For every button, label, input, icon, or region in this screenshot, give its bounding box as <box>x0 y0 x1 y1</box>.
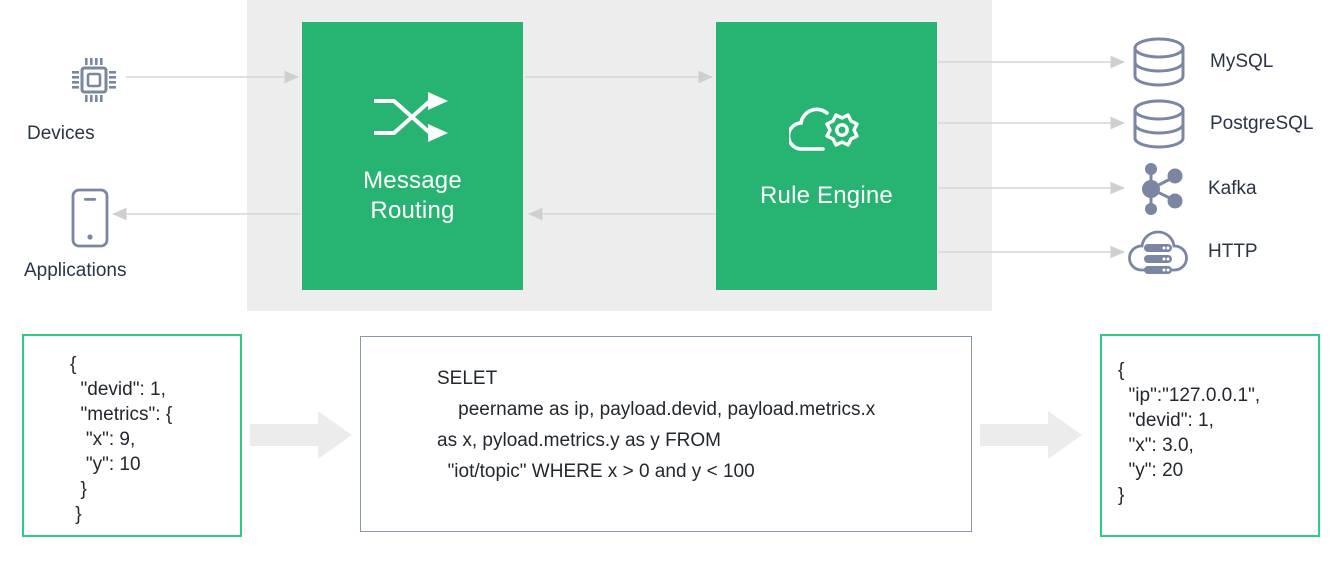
arrow-sql-to-output-json <box>980 411 1082 459</box>
cloud-server-icon <box>1128 226 1188 278</box>
input-json-box[interactable]: { "devid": 1, "metrics": { "x": 9, "y": … <box>22 334 242 537</box>
sink-mysql-label: MySQL <box>1210 51 1274 72</box>
chip-icon <box>58 45 130 115</box>
arrow-input-json-to-sql <box>250 411 352 459</box>
process-message-routing-label: Message Routing <box>363 166 462 226</box>
sink-kafka[interactable]: Kafka <box>1132 162 1257 216</box>
output-json-text: { "ip":"127.0.0.1", "devid": 1, "x": 3.0… <box>1118 360 1261 506</box>
process-rule-engine-label: Rule Engine <box>760 182 893 209</box>
sink-mysql[interactable]: MySQL <box>1130 36 1273 88</box>
process-message-routing[interactable]: Message Routing <box>302 22 523 290</box>
source-applications: Applications <box>24 182 212 282</box>
database-icon <box>1130 98 1188 150</box>
node-graph-icon <box>1132 162 1186 216</box>
sink-http[interactable]: HTTP <box>1128 226 1258 278</box>
source-devices: Devices <box>27 45 192 145</box>
process-label-line2: Routing <box>370 197 455 224</box>
output-json-box[interactable]: { "ip":"127.0.0.1", "devid": 1, "x": 3.0… <box>1100 334 1320 537</box>
input-json-text: { "devid": 1, "metrics": { "x": 9, "y": … <box>70 354 173 525</box>
cloud-gear-icon <box>788 101 865 163</box>
sink-http-label: HTTP <box>1208 241 1258 262</box>
sql-rule-box[interactable]: SELET peername as ip, payload.devid, pay… <box>360 336 972 532</box>
source-devices-label: Devices <box>27 123 95 144</box>
sql-rule-text: SELET peername as ip, payload.devid, pay… <box>437 368 876 482</box>
sink-postgresql-label: PostgreSQL <box>1210 113 1314 134</box>
sink-postgresql[interactable]: PostgreSQL <box>1130 98 1314 150</box>
source-applications-label: Applications <box>24 260 127 281</box>
sink-kafka-label: Kafka <box>1208 178 1257 199</box>
smartphone-icon <box>54 182 126 254</box>
database-icon <box>1130 36 1188 88</box>
process-rule-engine[interactable]: Rule Engine <box>716 22 937 290</box>
process-label-line1: Message <box>363 167 462 194</box>
shuffle-icon <box>372 86 454 148</box>
